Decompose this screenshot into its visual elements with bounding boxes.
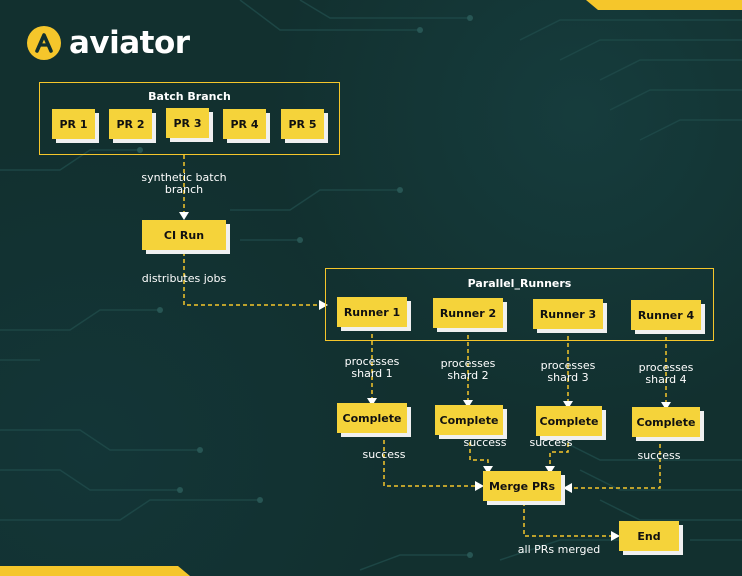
edge-label-success-4: success xyxy=(637,449,681,462)
edge-label-line: processes xyxy=(540,359,596,372)
arrowhead xyxy=(367,398,377,406)
edge-label-line: processes xyxy=(638,361,694,374)
edge-label-line: processes xyxy=(344,355,400,368)
brand-name: aviator xyxy=(69,25,190,61)
edge-complete1-to-merge xyxy=(383,433,476,487)
arrowhead xyxy=(563,401,573,409)
cluster-parallel-runners: Parallel_Runners xyxy=(325,268,714,341)
arrowhead xyxy=(179,212,189,220)
node-pr-4[interactable]: PR 4 xyxy=(223,109,266,139)
edge-label-processes-shard-4: processes shard 4 xyxy=(626,362,706,386)
edge-label-line: shard 3 xyxy=(547,371,589,384)
edge-label-line: synthetic batch xyxy=(141,171,227,184)
node-pr-1[interactable]: PR 1 xyxy=(52,109,95,139)
node-pr-5[interactable]: PR 5 xyxy=(281,109,324,139)
arrowhead xyxy=(661,402,671,410)
node-complete-4[interactable]: Complete xyxy=(632,407,700,437)
node-runner-3[interactable]: Runner 3 xyxy=(533,299,603,329)
edge-label-line: processes xyxy=(440,357,496,370)
node-pr-3[interactable]: PR 3 xyxy=(166,108,209,138)
node-complete-2[interactable]: Complete xyxy=(435,405,503,435)
edge-ci-to-runners xyxy=(183,252,320,306)
node-complete-1[interactable]: Complete xyxy=(337,403,407,433)
node-complete-3[interactable]: Complete xyxy=(536,406,602,436)
node-merge-prs[interactable]: Merge PRs xyxy=(483,471,561,501)
node-end[interactable]: End xyxy=(619,521,679,551)
cluster-title: Batch Branch xyxy=(148,90,231,103)
arrowhead xyxy=(611,531,620,541)
edge-label-success-3: success xyxy=(529,436,573,449)
edge-label-distributes-jobs: distributes jobs xyxy=(141,272,227,285)
edge-label-processes-shard-3: processes shard 3 xyxy=(528,360,608,384)
edge-label-line: shard 4 xyxy=(645,373,687,386)
arrowhead xyxy=(563,483,572,493)
arrowhead xyxy=(483,466,493,474)
corner-accent-top-right xyxy=(586,0,742,10)
edge-complete4-to-merge xyxy=(570,437,661,489)
aviator-logo-icon xyxy=(27,26,61,60)
edge-label-synthetic-batch: synthetic batch branch xyxy=(134,172,234,196)
edge-label-line: shard 1 xyxy=(351,367,393,380)
arrowhead xyxy=(319,300,328,310)
corner-accent-bottom-left xyxy=(0,566,190,576)
edge-label-all-prs-merged: all PRs merged xyxy=(517,543,601,556)
node-runner-4[interactable]: Runner 4 xyxy=(631,300,701,330)
node-pr-2[interactable]: PR 2 xyxy=(109,109,152,139)
edge-label-processes-shard-1: processes shard 1 xyxy=(332,356,412,380)
brand-logo: aviator xyxy=(27,26,190,60)
arrowhead xyxy=(475,481,484,491)
edge-label-success-1: success xyxy=(362,448,406,461)
node-ci-run[interactable]: CI Run xyxy=(142,220,226,250)
node-runner-2[interactable]: Runner 2 xyxy=(433,298,503,328)
edge-complete3-to-merge xyxy=(549,436,569,466)
edge-label-success-2: success xyxy=(463,436,507,449)
edge-label-line: branch xyxy=(164,183,204,196)
node-runner-1[interactable]: Runner 1 xyxy=(337,297,407,327)
arrowhead xyxy=(545,466,555,474)
edge-merge-to-end xyxy=(523,502,612,537)
edge-complete2-to-merge xyxy=(469,435,489,466)
cluster-batch-branch: Batch Branch xyxy=(39,82,340,155)
edge-label-line: shard 2 xyxy=(447,369,489,382)
arrowhead xyxy=(463,400,473,408)
cluster-title: Parallel_Runners xyxy=(467,277,572,290)
edge-label-processes-shard-2: processes shard 2 xyxy=(428,358,508,382)
